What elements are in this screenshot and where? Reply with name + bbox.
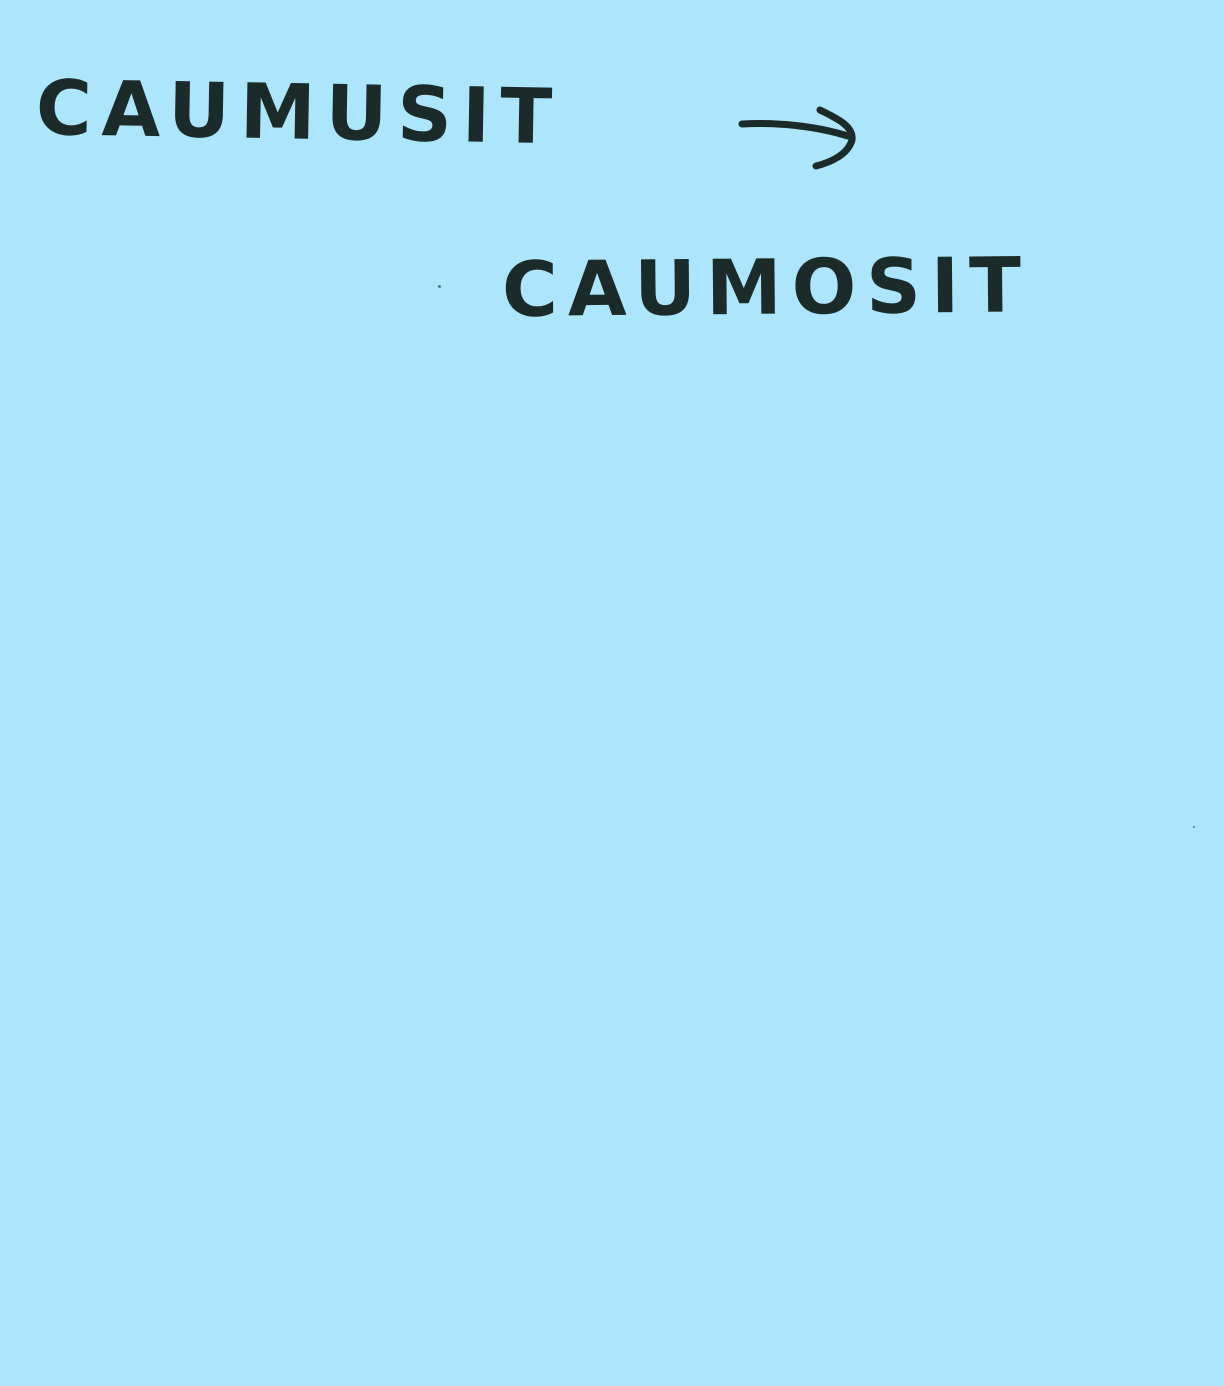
- ink-speck: [1193, 826, 1195, 828]
- corrected-word: CAUMOSIT: [501, 240, 1032, 334]
- ink-speck: [438, 285, 441, 288]
- arrow-right-icon: [738, 106, 856, 170]
- original-word: CAUMUSIT: [35, 63, 563, 162]
